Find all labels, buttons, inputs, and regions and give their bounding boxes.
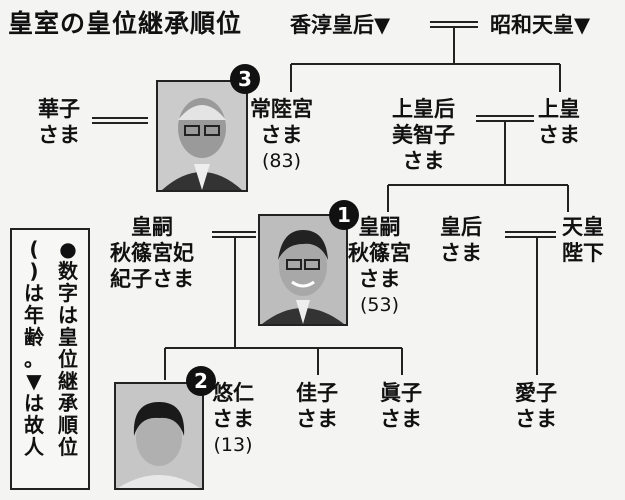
akishino-label: 皇嗣 秋篠宮 さま (53) — [348, 214, 411, 318]
legend-char: 位 — [58, 347, 78, 371]
kogo-label: 皇后 さま — [440, 214, 482, 266]
legend-char: 継 — [58, 369, 78, 393]
akishino-title: 皇嗣 — [358, 215, 401, 239]
hitachi-honorific: さま — [260, 123, 303, 147]
hanako-label: 華子 さま — [38, 96, 80, 148]
portrait-elderly-man-icon — [158, 82, 246, 190]
mako-label: 眞子 さま — [380, 380, 422, 432]
akishino-house: 秋篠宮 — [348, 241, 411, 265]
diagram-title: 皇室の皇位継承順位 — [8, 9, 243, 38]
hanako-name: 華子 — [38, 97, 80, 121]
tenno-honorific: 陛下 — [562, 241, 604, 265]
kogo-title: 皇后 — [440, 215, 482, 239]
legend-char: 。 — [24, 347, 44, 371]
hitachi-label: 常陸宮 さま (83) — [250, 96, 313, 174]
legend-char: は — [24, 391, 44, 415]
tenno-title: 天皇 — [562, 215, 604, 239]
michiko-name: 美智子 — [392, 123, 455, 147]
kiko-name: 紀子さま — [110, 267, 194, 291]
akishino-photo — [258, 214, 348, 326]
aiko-name: 愛子 — [515, 381, 557, 405]
showa-label: 昭和天皇▼ — [490, 13, 591, 37]
legend-char: ● — [59, 237, 77, 261]
legend-char: ▼ — [26, 369, 42, 393]
hanako-honorific: さま — [38, 123, 80, 147]
hitachi-photo — [156, 80, 248, 192]
kogo-honorific: さま — [440, 241, 482, 265]
akishino-age: (53) — [359, 294, 399, 316]
legend-char: ) — [29, 259, 39, 283]
legend-char: 故 — [24, 413, 44, 437]
succession-badge-3: 3 — [230, 64, 260, 94]
kako-label: 佳子 さま — [296, 380, 338, 432]
legend-char: 年 — [24, 303, 44, 327]
hisahito-photo — [114, 382, 204, 490]
legend-char: 字 — [58, 281, 78, 305]
michiko-label: 上皇后 美智子 さま — [392, 96, 455, 174]
kiko-house: 秋篠宮妃 — [110, 241, 194, 265]
hitachi-name: 常陸宮 — [250, 97, 313, 121]
legend-char: 順 — [58, 413, 78, 437]
hitachi-age: (83) — [261, 150, 301, 172]
aiko-label: 愛子 さま — [515, 380, 557, 432]
joko-title: 上皇 — [538, 97, 580, 121]
hisahito-honorific: さま — [212, 407, 254, 431]
legend-box: ● 数 字 は 皇 位 継 承 順 位 ( ) は 年 齢 。 ▼ は 故 人 — [10, 228, 90, 490]
legend-char: 齢 — [24, 325, 44, 349]
succession-badge-2: 2 — [186, 366, 216, 396]
kojun-label: 香淳皇后▼ — [290, 13, 391, 37]
mako-honorific: さま — [380, 407, 422, 431]
legend-column-age-deceased: ( ) は 年 齢 。 ▼ は 故 人 — [18, 238, 50, 458]
legend-char: 人 — [24, 435, 44, 459]
michiko-title: 上皇后 — [392, 97, 455, 121]
legend-char: 承 — [58, 391, 78, 415]
legend-char: 数 — [58, 259, 78, 283]
hisahito-label: 悠仁 さま (13) — [212, 380, 254, 458]
legend-char: 位 — [58, 435, 78, 459]
mako-name: 眞子 — [380, 381, 422, 405]
legend-char: は — [24, 281, 44, 305]
portrait-boy-icon — [116, 384, 202, 488]
hisahito-age: (13) — [213, 434, 253, 456]
joko-label: 上皇 さま — [538, 96, 580, 148]
joko-honorific: さま — [538, 123, 580, 147]
legend-char: ( — [29, 237, 39, 261]
legend-char: は — [58, 303, 78, 327]
kako-name: 佳子 — [296, 381, 338, 405]
kako-honorific: さま — [296, 407, 338, 431]
kiko-title: 皇嗣 — [131, 215, 173, 239]
hisahito-name: 悠仁 — [212, 381, 254, 405]
tenno-label: 天皇 陛下 — [562, 214, 604, 266]
legend-char: 皇 — [58, 325, 78, 349]
akishino-honorific: さま — [358, 267, 401, 291]
succession-badge-1: 1 — [329, 200, 359, 230]
michiko-honorific: さま — [402, 149, 445, 173]
legend-column-numbers: ● 数 字 は 皇 位 継 承 順 位 — [52, 238, 84, 458]
kiko-label: 皇嗣 秋篠宮妃 紀子さま — [110, 214, 194, 292]
portrait-man-icon — [260, 216, 346, 324]
aiko-honorific: さま — [515, 407, 557, 431]
